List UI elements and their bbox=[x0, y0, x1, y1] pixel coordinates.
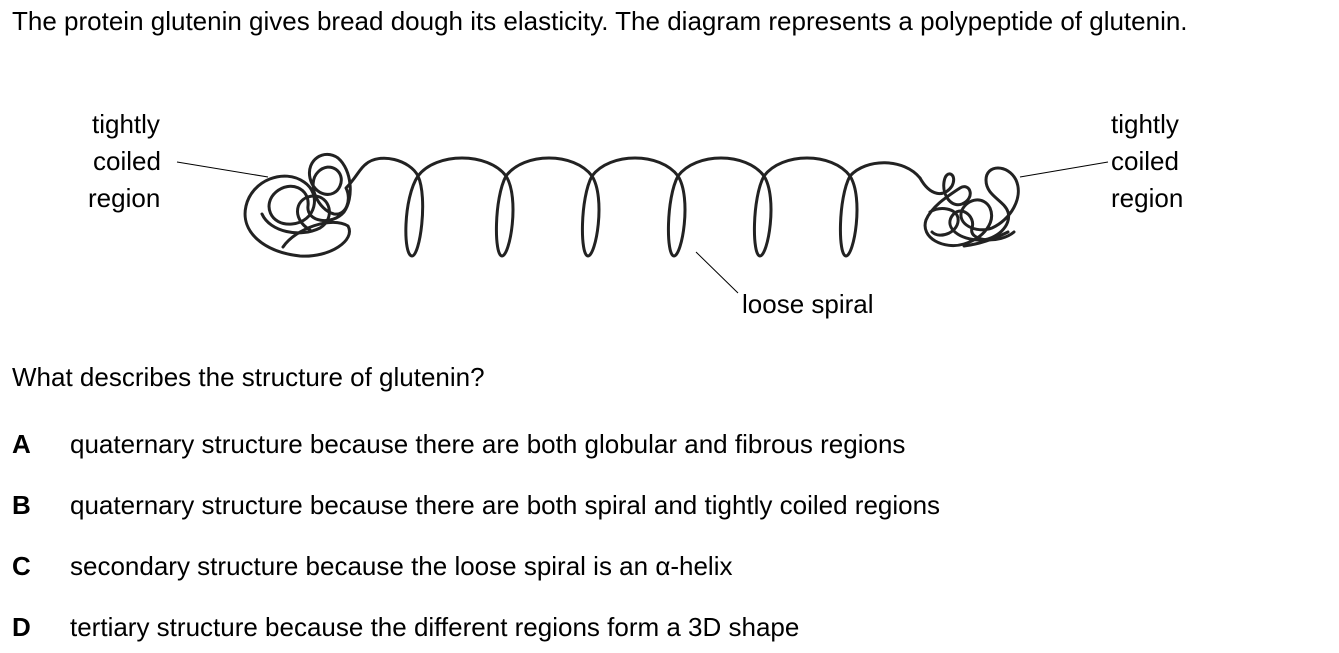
right-leader-line bbox=[1019, 161, 1109, 178]
left-leader-line bbox=[176, 161, 269, 178]
bottom-leader-line bbox=[695, 251, 739, 294]
left-label-line-2: coiled bbox=[93, 146, 161, 176]
glutenin-polypeptide-diagram: tightly coiled region tightly coiled reg… bbox=[88, 109, 1183, 319]
right-label-line-3: region bbox=[1111, 183, 1183, 213]
option-d-letter: D bbox=[12, 612, 31, 642]
left-coiled-region bbox=[243, 152, 368, 258]
option-b-letter: B bbox=[12, 490, 31, 520]
right-coiled-region bbox=[918, 166, 1020, 247]
option-a-text: quaternary structure because there are b… bbox=[70, 429, 906, 459]
option-b-text: quaternary structure because there are b… bbox=[70, 490, 941, 520]
question-intro: The protein glutenin gives bread dough i… bbox=[12, 6, 1188, 36]
option-c-text: secondary structure because the loose sp… bbox=[70, 551, 733, 581]
left-label-line-3: region bbox=[88, 183, 160, 213]
right-coiled-region-tail bbox=[928, 207, 1010, 248]
bottom-label: loose spiral bbox=[742, 289, 874, 319]
option-a-letter: A bbox=[12, 429, 31, 459]
right-label-line-2: coiled bbox=[1111, 146, 1179, 176]
option-d-text: tertiary structure because the different… bbox=[70, 612, 800, 642]
right-label-line-1: tightly bbox=[1111, 109, 1179, 139]
left-label-line-1: tightly bbox=[92, 109, 160, 139]
option-c-letter: C bbox=[12, 551, 31, 581]
left-coiled-region-extra bbox=[260, 194, 331, 235]
loose-spiral bbox=[364, 156, 922, 258]
question-prompt: What describes the structure of glutenin… bbox=[12, 362, 485, 392]
